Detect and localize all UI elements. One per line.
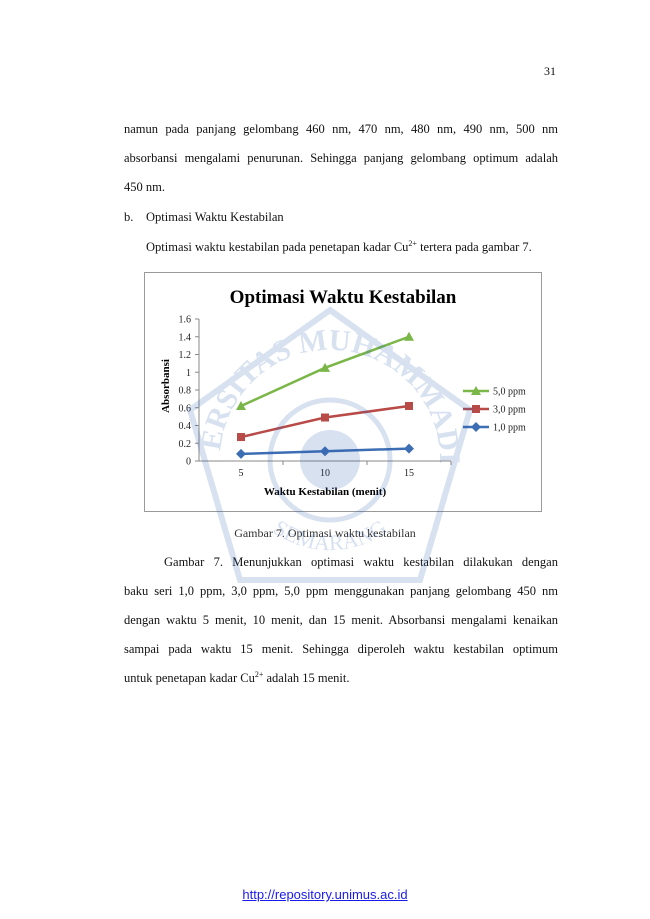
chart-frame: Optimasi Waktu Kestabilan 0 0.2 0.4 0.6 0.8 1… (144, 272, 542, 512)
paragraph-2: Gambar 7. Menunjukkan optimasi waktu kes… (124, 548, 558, 693)
legend-label: 3,0 ppm (493, 405, 526, 416)
y-axis-label: Absorbansi (160, 359, 172, 413)
page-number: 31 (544, 64, 556, 78)
series-group (236, 443, 414, 459)
paragraph-2-line: baku seri 1,0 ppm, 3,0 ppm, 5,0 ppm meng… (124, 584, 558, 598)
paragraph-2-line: sampai pada waktu 15 menit. Sehingga dip… (124, 642, 558, 656)
subsection-marker: b. (124, 210, 134, 224)
x-axis-label: Waktu Kestabilan (menit) (264, 486, 387, 498)
repository-link[interactable]: http://repository.unimus.ac.id (242, 887, 408, 902)
paragraph-2-last-text: untuk penetapan kadar Cu (124, 671, 255, 685)
y-tick-label: 1.2 (179, 350, 192, 361)
paragraph-2-superscript: 2+ (254, 669, 264, 679)
paragraph-1-line: absorbansi mengalami penurunan. Sehingga… (124, 151, 558, 165)
legend-marker (471, 422, 481, 432)
subsection-heading: b. Optimasi Waktu Kestabilan (124, 210, 284, 225)
y-tick-label: 0.8 (179, 386, 192, 397)
paragraph-1-line: namun pada panjang gelombang 460 nm, 470… (124, 122, 558, 136)
paragraph-1: namun pada panjang gelombang 460 nm, 470… (124, 115, 558, 202)
legend-marker (472, 405, 480, 413)
line-chart: Optimasi Waktu Kestabilan 0 0.2 0.4 0.6 0.8 1… (160, 287, 526, 498)
intro-text: Optimasi waktu kestabilan pada penetapan… (146, 240, 409, 254)
data-point (404, 443, 414, 454)
y-tick-label: 0 (186, 457, 191, 468)
data-point (404, 331, 414, 341)
paragraph-2-line: untuk penetapan kadar Cu2+ adalah 15 men… (124, 664, 558, 693)
chart-series (236, 331, 414, 459)
legend-label: 1,0 ppm (493, 423, 526, 434)
data-point (320, 362, 330, 372)
x-tick-label: 5 (239, 468, 244, 479)
intro-text-end: tertera pada gambar 7. (416, 240, 532, 254)
paragraph-2-last-end: adalah 15 menit. (263, 671, 350, 685)
data-point (320, 446, 330, 457)
figure-caption: Gambar 7. Optimasi waktu kestabilan (234, 526, 416, 540)
paragraph-2-line: Gambar 7. Menunjukkan optimasi waktu kes… (164, 555, 558, 569)
intro-superscript: 2+ (408, 238, 417, 248)
chart-title: Optimasi Waktu Kestabilan (230, 287, 457, 308)
chart-axes: 0 0.2 0.4 0.6 0.8 1 1.2 1.4 1.6 5 10 15 (179, 315, 452, 479)
y-tick-label: 1.4 (179, 332, 192, 343)
y-tick-label: 0.4 (179, 421, 192, 432)
y-tick-label: 0.6 (179, 403, 192, 414)
data-point (321, 413, 329, 422)
legend-label: 5,0 ppm (493, 387, 526, 398)
data-point (236, 400, 246, 410)
chart-legend: 5,0 ppm 3,0 ppm 1,0 ppm (463, 386, 526, 434)
x-tick-label: 15 (404, 468, 414, 479)
university-seal-watermark: UNIVERSITAS MUHAMMADIYAH SEMARANG (180, 300, 474, 583)
legend-marker (471, 386, 481, 395)
subsection-title: Optimasi Waktu Kestabilan (146, 210, 284, 224)
paragraph-2-line: dengan waktu 5 menit, 10 menit, dan 15 m… (124, 613, 558, 627)
y-tick-label: 1 (186, 368, 191, 379)
data-point (236, 448, 246, 459)
series-group (236, 331, 414, 410)
x-tick-label: 10 (320, 468, 330, 479)
data-point (237, 433, 245, 442)
paragraph-1-line: 450 nm. (124, 180, 165, 194)
y-tick-label: 0.2 (179, 439, 192, 450)
series-group (237, 401, 413, 442)
y-tick-label: 1.6 (179, 315, 192, 326)
data-point (405, 401, 413, 410)
figure-intro: Optimasi waktu kestabilan pada penetapan… (146, 238, 532, 255)
